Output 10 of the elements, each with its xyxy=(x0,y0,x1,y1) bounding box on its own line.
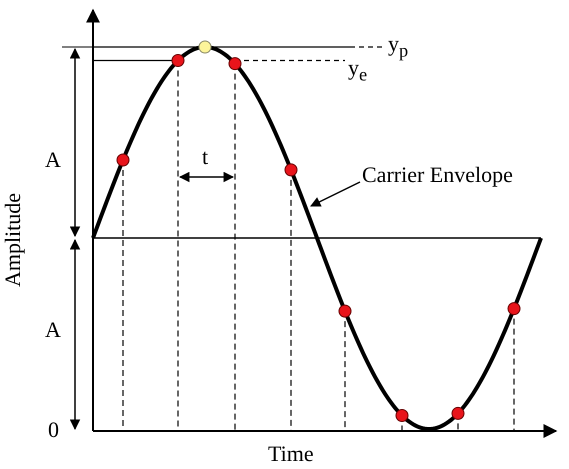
axis-label: A xyxy=(45,318,61,342)
axis-label: t xyxy=(202,145,208,169)
axis-title: Time xyxy=(268,442,314,466)
leader-line xyxy=(310,181,360,207)
axis-label: 0 xyxy=(48,418,59,442)
axis-label: y$_{e}$ xyxy=(348,56,368,86)
axis-label: y$_{p}$ xyxy=(388,32,408,62)
callout-text: Carrier Envelope xyxy=(362,163,513,187)
axis-label: A xyxy=(45,148,61,172)
axis-title: Amplitude xyxy=(1,192,26,288)
